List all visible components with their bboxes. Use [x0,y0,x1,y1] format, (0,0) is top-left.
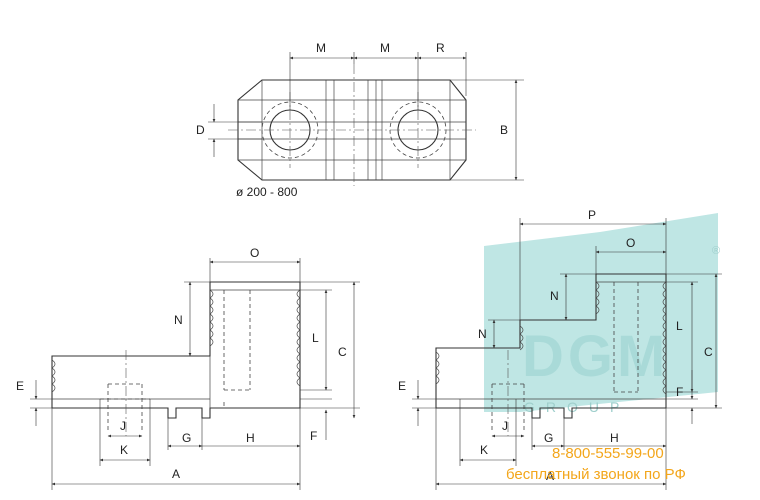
dim-label-e-right: E [398,379,406,393]
dim-label-h: H [246,431,255,445]
dim-label-m2: M [380,41,390,55]
left-side-dimensions: O N L C F E J K G [16,246,360,490]
top-view [228,64,476,186]
dim-label-h-right: H [610,431,619,445]
watermark-subtitle: GROUP [524,399,630,415]
dim-label-p: P [588,208,596,222]
right-side-view [435,273,667,436]
dim-label-a: A [172,467,180,481]
dim-label-o-right: O [626,236,635,250]
left-side-view [51,281,301,436]
dim-label-b: B [500,123,508,137]
top-view-dimensions: M M R D B ø 200 - 800 [196,41,524,199]
dim-label-m1: M [316,41,326,55]
dim-label-l: L [312,331,319,345]
dim-label-g-right: G [544,431,553,445]
dim-label-n-upper: N [550,289,559,303]
dim-label-f-right: F [676,385,683,399]
dim-label-n: N [174,313,183,327]
dim-label-k: K [120,443,128,457]
phone-number[interactable]: 8-800-555-99-00 [552,445,664,462]
free-call-note: бесплатный звонок по РФ [506,466,686,483]
dim-label-e: E [16,379,24,393]
size-range-label: ø 200 - 800 [236,185,298,199]
dim-label-g: G [182,431,191,445]
registered-mark: ® [712,245,720,257]
dim-label-r: R [436,41,445,55]
dim-label-j: J [120,419,126,433]
dim-label-n-lower: N [478,327,487,341]
dim-label-c-right: C [704,345,713,359]
dim-label-l-right: L [676,319,683,333]
dim-label-d: D [196,123,205,137]
dim-label-j-right: J [502,419,508,433]
right-side-dimensions: P O N N L C F E J [398,208,722,490]
dim-label-k-right: K [480,443,488,457]
dim-label-f: F [310,429,317,443]
dim-label-o: O [250,246,259,260]
watermark-logo: DGM GROUP ® [484,213,720,415]
dim-label-c: C [338,345,347,359]
dim-label-a-right: A [546,469,554,483]
watermark-brand: DGM [522,324,669,389]
